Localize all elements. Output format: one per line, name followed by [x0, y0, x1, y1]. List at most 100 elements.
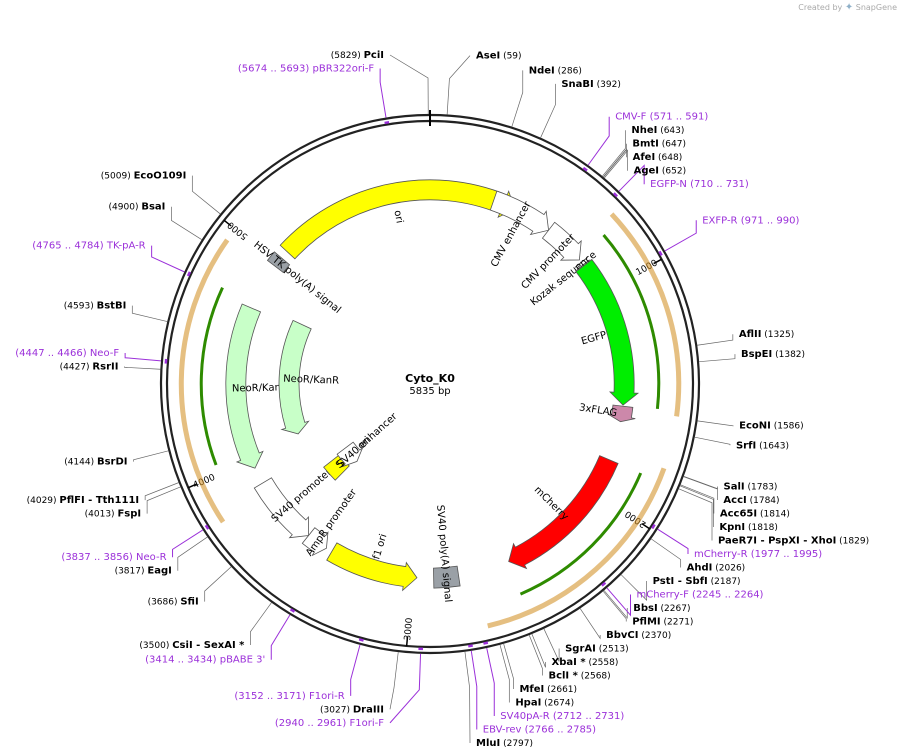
tick-mark	[641, 523, 650, 530]
enzyme-hpai[interactable]: HpaI (2674)	[515, 698, 574, 709]
ori-arrow	[279, 179, 516, 260]
enzyme-psti-sbfi[interactable]: PstI - SbfI (2187)	[653, 576, 741, 587]
site-position: (2026)	[712, 564, 745, 574]
enzyme-afei[interactable]: AfeI (648)	[633, 152, 683, 163]
enzyme-asei[interactable]: AseI (59)	[476, 51, 522, 62]
leader-line	[540, 83, 556, 138]
primer-site-mark	[582, 166, 588, 172]
primer-mcherry-f[interactable]: mCherry-F (2245 .. 2264)	[636, 590, 763, 601]
site-name: SfiI	[180, 597, 198, 608]
site-position: (571 .. 591)	[646, 112, 708, 123]
enzyme-bspei[interactable]: BspEI (1382)	[741, 349, 805, 360]
leader-line	[603, 148, 627, 178]
site-name: pBR322ori-F	[313, 64, 375, 75]
site-position: (648)	[655, 153, 682, 163]
leader-line	[664, 220, 697, 252]
leader-line	[543, 628, 560, 662]
enzyme-snabi[interactable]: SnaBI (392)	[561, 79, 620, 90]
site-position: (2661)	[544, 685, 577, 695]
site-name: EagI	[147, 566, 171, 577]
sv40-promoter-arrow	[253, 477, 309, 539]
primer-f1ori-f[interactable]: (2940 .. 2961) F1ori-F	[275, 718, 384, 729]
leader-line	[350, 644, 361, 696]
enzyme-sfii[interactable]: (3686) SfiI	[148, 597, 199, 608]
enzyme-sali[interactable]: SalI (1783)	[724, 482, 778, 493]
enzyme-bstbi[interactable]: (4593) BstBI	[64, 301, 127, 312]
enzyme-fspi[interactable]: (4013) FspI	[85, 509, 141, 520]
enzyme-csii-sexai[interactable]: (3500) CsiI - SexAI *	[139, 640, 245, 651]
primer-exfp-r[interactable]: EXFP-R (971 .. 990)	[702, 215, 799, 226]
enzyme-acc65i[interactable]: Acc65I (1814)	[720, 509, 790, 520]
enzyme-eagi[interactable]: (3817) EagI	[115, 566, 172, 577]
enzyme-bsrdi[interactable]: (4144) BsrDI	[64, 457, 127, 468]
mcherry-label: mCherry	[532, 485, 571, 523]
enzyme-acci[interactable]: AccI (1784)	[723, 495, 779, 506]
plasmid-length: 5835 bp	[409, 386, 450, 397]
leader-line	[446, 55, 471, 115]
primer-site-mark	[612, 192, 618, 198]
enzyme-bbsi[interactable]: BbsI (2267)	[633, 603, 690, 614]
leader-line	[486, 647, 495, 716]
leader-line	[124, 366, 161, 370]
site-position: (1977 .. 1995)	[748, 549, 823, 560]
primer-pbr322ori-f[interactable]: (5674 .. 5693) pBR322ori-F	[238, 64, 374, 75]
enzyme-bmti[interactable]: BmtI (647)	[632, 139, 686, 150]
leader-line	[389, 653, 422, 724]
enzyme-econi[interactable]: EcoNI (1586)	[739, 421, 804, 432]
enzyme-pcii[interactable]: (5829) PciI	[331, 50, 384, 61]
site-position: (1586)	[771, 422, 804, 432]
primer-tk-pa-r[interactable]: (4765 .. 4784) TK-pA-R	[32, 241, 145, 252]
leader-line	[503, 643, 514, 689]
leader-line	[144, 482, 179, 501]
enzyme-ahdi[interactable]: AhdI (2026)	[687, 563, 746, 574]
enzyme-ndei[interactable]: NdeI (286)	[529, 65, 582, 76]
primer-ebv-rev[interactable]: EBV-rev (2766 .. 2785)	[483, 725, 596, 736]
site-position: (3817)	[115, 567, 148, 577]
site-position: (3686)	[148, 598, 181, 608]
site-name: DraIII	[353, 704, 384, 715]
primer-egfp-n[interactable]: EGFP-N (710 .. 731)	[650, 179, 749, 190]
primer-pbabe-3[interactable]: (3414 .. 3434) pBABE 3'	[145, 655, 265, 666]
site-name: SgrAI	[565, 644, 596, 655]
enzyme-sgrai[interactable]: SgrAI (2513)	[565, 644, 629, 655]
enzyme-xbai[interactable]: XbaI * (2558)	[552, 657, 619, 668]
enzyme-kpni[interactable]: KpnI (1818)	[719, 522, 778, 533]
enzyme-nhei[interactable]: NheI (643)	[631, 125, 684, 136]
enzyme-bsai[interactable]: (4900) BsaI	[109, 202, 166, 213]
site-position: (1784)	[747, 496, 780, 506]
primer-cmv-f[interactable]: CMV-F (571 .. 591)	[615, 112, 708, 123]
enzyme-agei[interactable]: AgeI (652)	[634, 166, 686, 177]
site-position: (4900)	[109, 203, 142, 213]
neo-strand-bar	[199, 287, 224, 466]
enzyme-bcli[interactable]: BclI * (2568)	[548, 671, 610, 682]
enzyme-paer7i-pspxi-xhoi[interactable]: PaeR7I - PspXI - XhoI (1829)	[718, 536, 869, 547]
enzyme-rsrii[interactable]: (4427) RsrII	[60, 362, 119, 373]
leader-line	[620, 574, 647, 601]
enzyme-mfei[interactable]: MfeI (2661)	[519, 684, 577, 695]
snapgene-logo-icon: ✦	[844, 2, 854, 13]
site-name: pBABE 3'	[220, 655, 266, 666]
snapgene-branding: Created by ✦ SnapGene	[798, 2, 897, 13]
primer-site-mark	[384, 120, 390, 125]
site-name: AhdI	[687, 563, 713, 574]
primer-neo-f[interactable]: (4447 .. 4466) Neo-F	[15, 348, 119, 359]
enzyme-pflfi-tth111i[interactable]: (4029) PflFI - Tth111I	[27, 495, 140, 506]
leader-line	[172, 529, 204, 558]
ampr-promoter-label: AmpR promoter	[304, 487, 360, 559]
enzyme-bbvci[interactable]: BbvCI (2370)	[606, 630, 671, 641]
site-position: (4427)	[60, 363, 93, 373]
enzyme-draiii[interactable]: (3027) DraIII	[320, 704, 384, 715]
primer-mcherry-r[interactable]: mCherry-R (1977 .. 1995)	[694, 549, 822, 560]
site-position: (3027)	[320, 705, 353, 715]
primer-sv40pa-r[interactable]: SV40pA-R (2712 .. 2731)	[500, 711, 624, 722]
enzyme-aflii[interactable]: AflII (1325)	[739, 329, 794, 340]
primer-f1ori-r[interactable]: (3152 .. 3171) F1ori-R	[234, 691, 344, 702]
cmv-promoter-arrow	[541, 221, 582, 261]
site-position: (4144)	[64, 458, 97, 468]
enzyme-srfi[interactable]: SrfI (1643)	[736, 440, 789, 451]
enzyme-ecoo109i[interactable]: (5009) EcoO109I	[101, 171, 187, 182]
primer-neo-r[interactable]: (3837 .. 3856) Neo-R	[61, 552, 166, 563]
enzyme-mlui[interactable]: MluI (2797)	[476, 738, 533, 749]
enzyme-pflmi[interactable]: PflMI (2271)	[632, 617, 693, 628]
orange-1-bar	[609, 212, 682, 417]
